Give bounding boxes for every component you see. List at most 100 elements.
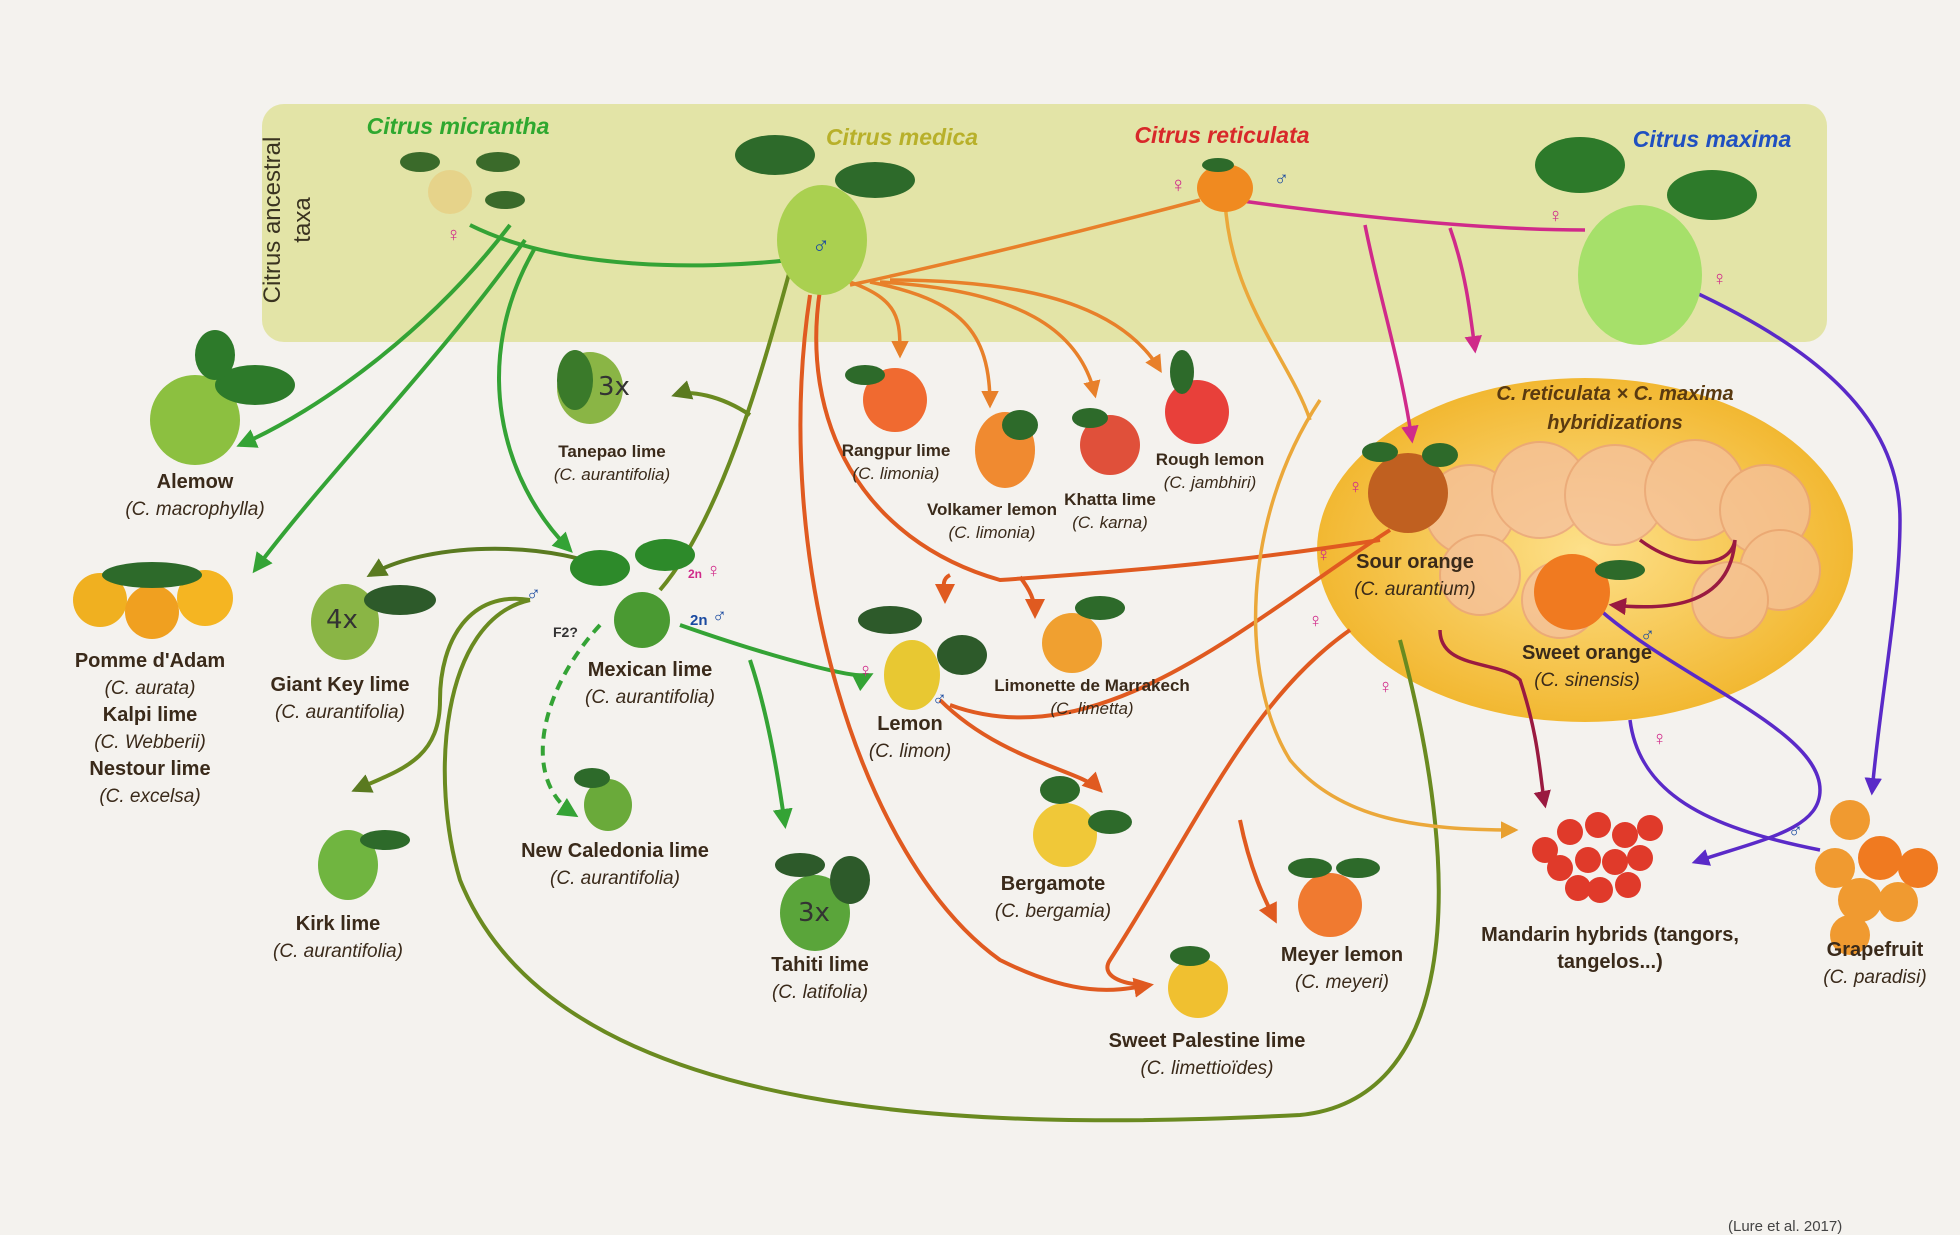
female-marker-mexican: ♀	[706, 560, 721, 582]
hybrid-zone-title: C. reticulata × C. maxima hybridizations	[1496, 380, 1733, 438]
ancestral-taxa-label: Citrus ancestral taxa	[259, 136, 316, 304]
node-rangpur: Rangpur lime(C. limonia)	[841, 441, 951, 483]
arrow-sour-lemon	[934, 573, 955, 604]
fruit-bergamote	[1033, 776, 1132, 867]
ploidy-giantkey: 4x	[326, 605, 358, 635]
male-marker-reticulata: ♂	[1274, 168, 1289, 190]
female-marker-lemon: ♀	[858, 660, 873, 682]
arrow-medica-tanepao	[671, 380, 752, 417]
male-marker-grapefruit: ♂	[1788, 820, 1803, 842]
female-marker-maxima: ♀	[1548, 205, 1563, 227]
arrow-micrantha-alemow	[236, 223, 512, 448]
ploidy-tanepao: 3x	[598, 372, 630, 402]
ploidy-tahiti: 3x	[798, 898, 830, 928]
taxon-maxima: Citrus maxima	[1632, 126, 1792, 152]
node-sweetorange: Sweet orange(C. sinensis)	[1521, 642, 1653, 691]
node-pomme-group: Pomme d'Adam(C. aurata) Kalpi lime(C. We…	[74, 650, 226, 807]
node-bergamote: Bergamote(C. bergamia)	[994, 873, 1112, 922]
fruit-grapefruit	[1815, 800, 1938, 955]
node-tahiti: Tahiti lime(C. latifolia)	[771, 954, 869, 1003]
taxon-reticulata: Citrus reticulata	[1134, 122, 1310, 148]
taxon-medica: Citrus medica	[825, 124, 979, 150]
node-volkamer: Volkamer lemon(C. limonia)	[926, 500, 1058, 542]
fruit-pomme	[73, 562, 233, 639]
fruit-sweetorange	[1534, 554, 1645, 630]
node-khatta: Khatta lime(C. karna)	[1064, 490, 1156, 532]
male-marker-mexican-left: ♂	[526, 583, 541, 605]
fruit-micrantha	[400, 152, 525, 214]
node-pomme: Pomme d'Adam	[74, 650, 226, 672]
node-sour: Sour orange(C. aurantium)	[1354, 551, 1476, 600]
arrow-lemon-limonette	[1018, 575, 1045, 619]
hybrid-zone-line1: C. reticulata × C. maxima	[1496, 383, 1734, 405]
node-grapefruit: Grapefruit(C. paradisi)	[1823, 939, 1927, 988]
arrow-micrantha-mexican	[497, 246, 573, 553]
node-newcal: New Caledonia lime(C. aurantifolia)	[521, 840, 709, 889]
fruit-tahiti	[775, 853, 870, 951]
fruit-newcal	[574, 768, 632, 831]
node-meyer: Meyer lemon(C. meyeri)	[1280, 944, 1404, 993]
arrow-sour-bergamote	[949, 528, 1392, 720]
arrow-micrantha-medica	[469, 223, 791, 268]
arrow-lemon-bergamote	[938, 698, 1103, 793]
female-marker-sour-2: ♀	[1316, 544, 1331, 566]
fruit-alemow	[150, 330, 295, 465]
arrow-reticulata-long	[1253, 399, 1519, 839]
citation: (Lure et al. 2017)	[1728, 1218, 1843, 1235]
male-marker-medica: ♂	[812, 232, 830, 259]
node-lemon: Lemon(C. limon)	[868, 713, 952, 762]
node-limonette: Limonette de Marrakech(C. limetta)	[994, 676, 1190, 718]
fruit-limonette	[1042, 596, 1125, 673]
node-sweetpal: Sweet Palestine lime(C. limettioïdes)	[1108, 1030, 1306, 1079]
female-marker-micrantha: ♀	[446, 224, 461, 246]
fruit-rangpur	[845, 365, 927, 432]
fruit-khatta	[1072, 408, 1140, 475]
fruit-sour	[1362, 442, 1458, 533]
arrow-reticulata-medica	[849, 198, 1201, 287]
fruit-kirk	[318, 830, 410, 900]
fruit-meyer	[1288, 858, 1380, 937]
two-n-marker-female: 2n	[688, 567, 703, 581]
arrow-sweetorange-grapefruit	[1598, 608, 1822, 866]
node-kirk: Kirk lime(C. aurantifolia)	[273, 913, 403, 962]
arrow-mexican-tahiti	[748, 659, 793, 829]
arrow-reticulata-maxima	[1234, 198, 1586, 232]
female-marker-reticulata: ♀	[1170, 172, 1187, 197]
male-marker-sweetorange: ♂	[1640, 624, 1655, 646]
node-nestour: Nestour lime	[89, 758, 211, 780]
fruit-sweetpal	[1168, 946, 1228, 1018]
arrow-hybrid-mandarin	[1438, 629, 1551, 809]
arrow-maxima-sour	[1363, 224, 1419, 444]
arrow-medica-volkamer	[869, 280, 999, 409]
fruit-tanepao	[557, 350, 623, 424]
male-marker-mexican: ♂	[712, 605, 727, 627]
arrow-orange-sweetpal	[1105, 628, 1352, 987]
female-marker-ellipse-b: ♀	[1378, 676, 1393, 698]
fruit-maxima	[1535, 137, 1757, 345]
ancestral-band	[262, 104, 1827, 342]
arrow-sour-sweetorange	[1608, 538, 1737, 616]
arrow-medica-sweetpal	[798, 294, 1154, 998]
arrow-purple-mandarin	[1628, 719, 1821, 852]
female-marker-ellipse-a: ♀	[1308, 610, 1323, 632]
arrow-medica-rough	[889, 278, 1162, 374]
node-rough: Rough lemon(C. jambhiri)	[1155, 450, 1265, 492]
arrow-micrantha-pomme	[252, 238, 527, 574]
taxon-micrantha: Citrus micrantha	[366, 113, 550, 139]
node-kalpi: Kalpi lime	[102, 704, 198, 726]
hybrid-zone-line2: hybridizations	[1547, 412, 1683, 434]
arrow-loop-meyer	[442, 598, 1441, 1123]
node-mandarin: Mandarin hybrids (tangors,tangelos...)	[1481, 924, 1739, 973]
arrow-mexican-lemon	[679, 623, 874, 692]
female-marker-sour: ♀	[1348, 476, 1363, 498]
fruit-volkamer	[975, 410, 1038, 488]
node-alemow: Alemow(C. macrophylla)	[125, 471, 265, 520]
fruit-lemon	[858, 606, 987, 710]
male-marker-lemon: ♂	[932, 688, 947, 710]
two-n-marker-male: 2n	[690, 612, 708, 629]
fruit-rough	[1165, 350, 1229, 444]
female-marker-maxima-right: ♀	[1712, 268, 1727, 290]
arrow-orange-meyer	[1238, 819, 1277, 924]
arrow-medica-khatta	[879, 280, 1101, 399]
